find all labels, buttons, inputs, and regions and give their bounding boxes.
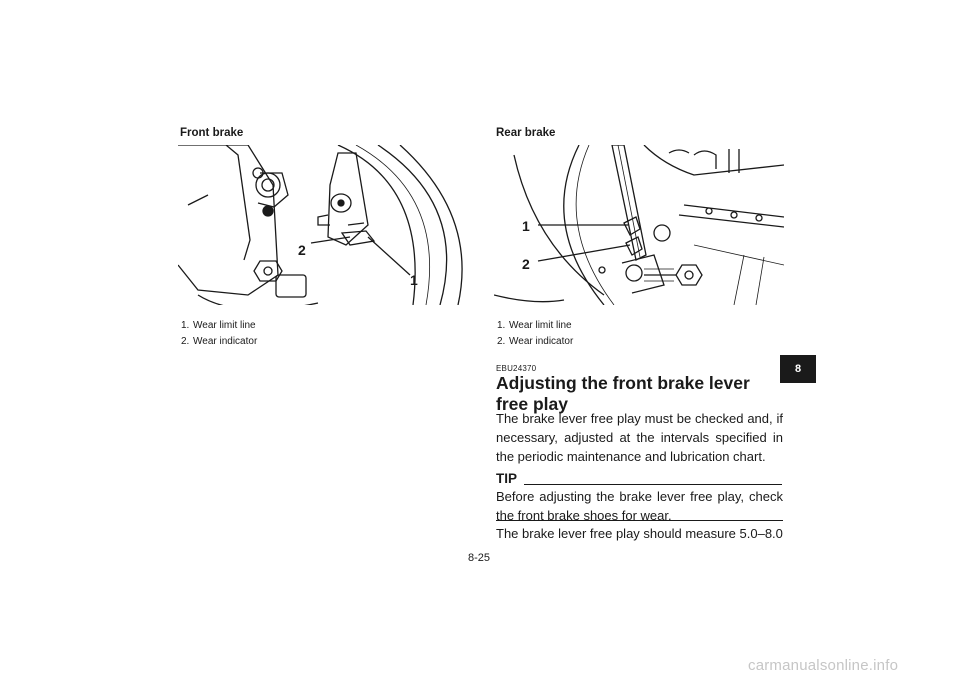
tip-text: Before adjusting the brake lever free pl… bbox=[496, 489, 783, 523]
front-callout-1: 1 bbox=[410, 272, 418, 288]
rear-callout-1: 1 bbox=[522, 218, 530, 234]
front-brake-title: Front brake bbox=[180, 127, 244, 139]
rear-callout-2: 2 bbox=[522, 256, 530, 272]
continued-paragraph: The brake lever free play should measure… bbox=[496, 526, 783, 541]
page-number: 8-25 bbox=[468, 552, 491, 564]
front-brake-legend: 1.Wear limit line 2.Wear indicator bbox=[181, 318, 257, 350]
intro-paragraph: The brake lever free play must be checke… bbox=[496, 411, 783, 464]
section-heading: Adjusting the front brake lever free pla… bbox=[496, 373, 750, 414]
tip-rule bbox=[524, 484, 782, 485]
chapter-tab: 8 bbox=[780, 355, 816, 383]
legend-item: 2.Wear indicator bbox=[497, 336, 574, 347]
legend-item: 2.Wear indicator bbox=[181, 336, 258, 347]
front-brake-illustration: 2 1 bbox=[178, 145, 463, 305]
front-callout-2: 2 bbox=[298, 242, 306, 258]
section-code: EBU24370 bbox=[496, 364, 537, 373]
legend-item: 1.Wear limit line bbox=[497, 320, 572, 331]
tip-end-rule bbox=[496, 520, 783, 521]
watermark: carmanualsonline.info bbox=[748, 657, 899, 674]
rear-brake-title: Rear brake bbox=[496, 127, 556, 139]
legend-item: 1.Wear limit line bbox=[181, 320, 256, 331]
rear-brake-illustration: 1 2 bbox=[494, 145, 784, 305]
rear-brake-legend: 1.Wear limit line 2.Wear indicator bbox=[497, 318, 573, 350]
tip-label: TIP bbox=[496, 471, 518, 486]
